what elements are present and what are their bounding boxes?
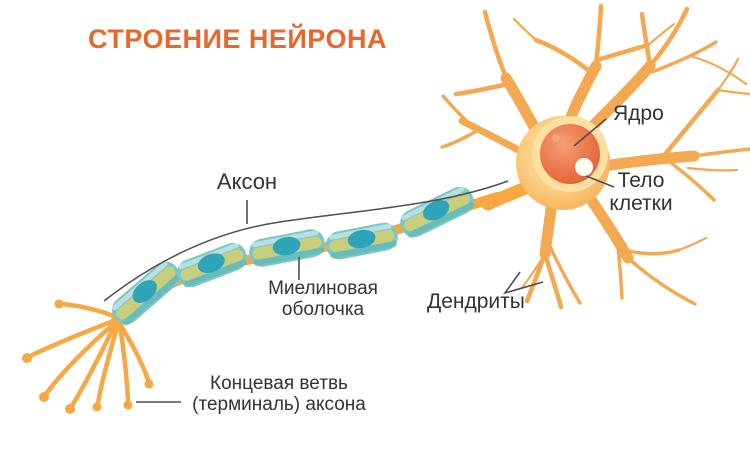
myelin-sheath-label: Миелиновая оболочка <box>268 278 378 320</box>
dendrites-label: Дендриты <box>427 290 525 313</box>
myelin-segment <box>177 242 248 288</box>
axon-terminal-branches <box>22 299 154 414</box>
dendrites-pointer-lines <box>503 271 544 295</box>
axon-span-curve <box>103 180 509 302</box>
myelin-segment <box>326 222 398 260</box>
axon-label: Аксон <box>216 169 278 194</box>
cell-body <box>481 116 610 211</box>
axon-terminal-label: Концевая ветвь (терминаль) аксона <box>192 373 366 415</box>
nucleus-pointer-line <box>573 118 607 147</box>
myelin-sheath-segments <box>111 186 475 326</box>
cell-body-pointer-line <box>585 175 615 188</box>
myelin-segment <box>249 229 325 267</box>
diagram-title: СТРОЕНИЕ НЕЙРОНА <box>88 24 387 54</box>
cell-body-label: Тело клетки <box>609 169 673 215</box>
nucleus-label: Ядро <box>613 102 664 125</box>
myelin-segment <box>111 261 182 326</box>
synaptic-bulbs <box>22 299 154 414</box>
nucleus <box>540 124 600 184</box>
nucleus-highlight <box>575 158 593 176</box>
myelin-segment <box>400 186 475 238</box>
